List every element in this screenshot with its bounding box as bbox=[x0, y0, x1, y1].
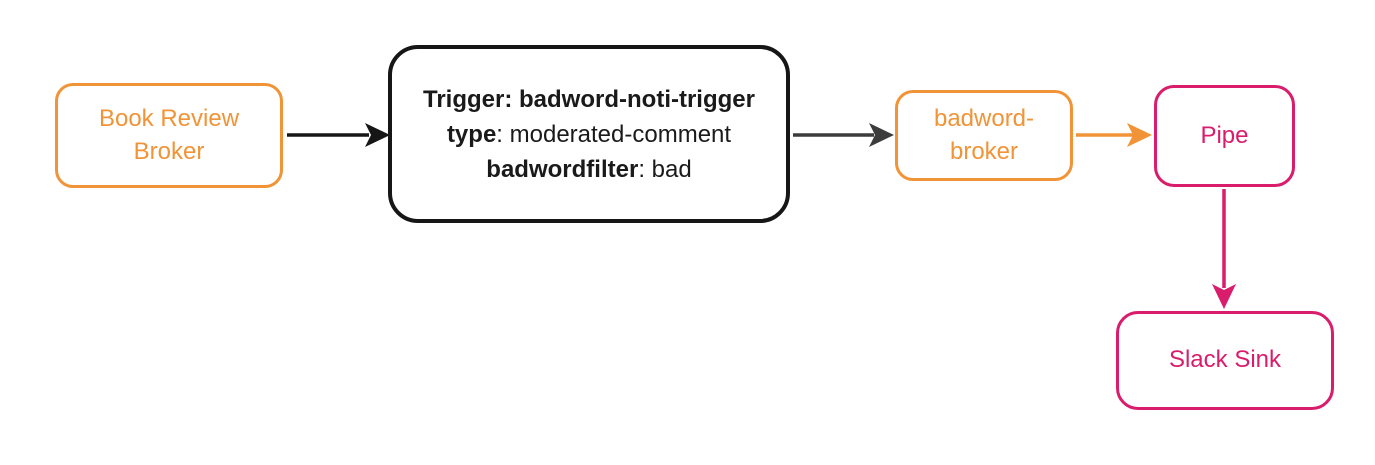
trigger-line-3: badwordfilter: bad bbox=[392, 152, 786, 187]
arrowhead-icon bbox=[1212, 284, 1236, 309]
trigger-line-2-bold: type bbox=[446, 120, 497, 148]
node-book-review-broker-label: Book Review Broker bbox=[98, 105, 240, 165]
node-book-review-broker: Book Review Broker bbox=[55, 83, 283, 188]
node-pipe-label: Pipe bbox=[1200, 121, 1249, 149]
node-slack-sink: Slack Sink bbox=[1116, 311, 1334, 410]
trigger-line-2-rest: : moderated-comment bbox=[496, 120, 732, 148]
trigger-line-2: type: moderated-comment bbox=[392, 117, 786, 152]
node-trigger: Trigger: badword-noti-trigger type: mode… bbox=[388, 45, 790, 223]
arrowhead-icon bbox=[365, 123, 390, 147]
node-slack-sink-label: Slack Sink bbox=[1168, 346, 1282, 374]
node-badword-broker-label: badword-broker bbox=[933, 105, 1035, 165]
arrowhead-icon bbox=[869, 123, 894, 147]
trigger-line-3-bold: badwordfilter bbox=[486, 155, 639, 183]
trigger-line-1-bold: Trigger: badword-noti-trigger bbox=[423, 85, 755, 113]
node-pipe: Pipe bbox=[1154, 85, 1295, 187]
trigger-line-3-rest: : bad bbox=[638, 155, 692, 183]
trigger-line-1: Trigger: badword-noti-trigger bbox=[392, 82, 786, 117]
trigger-node-text: Trigger: badword-noti-trigger type: mode… bbox=[392, 82, 786, 187]
node-badword-broker: badword-broker bbox=[895, 90, 1073, 181]
arrowhead-icon bbox=[1127, 123, 1152, 147]
